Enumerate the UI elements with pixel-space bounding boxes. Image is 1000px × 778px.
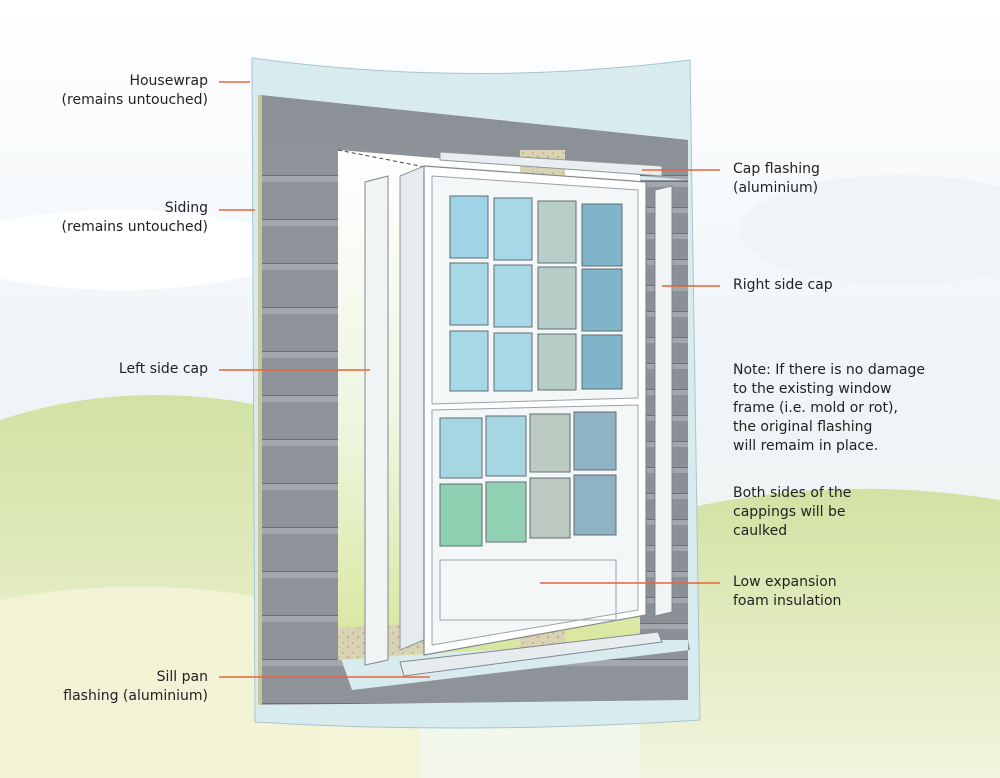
leader-lines (219, 81, 720, 678)
sill-pan-label-line1: Sill pan (156, 669, 208, 685)
cap-flashing-label-line1: Cap flashing (733, 161, 820, 177)
label-sill-pan: Sill pan flashing (aluminium) (63, 668, 208, 706)
caulk-note-line3: caulked (733, 523, 788, 539)
right-side-cap (654, 185, 673, 617)
label-left-side-cap: Left side cap (119, 360, 208, 379)
lower-sash-panes (439, 411, 617, 547)
label-siding: Siding (remains untouched) (62, 199, 208, 237)
cap-flashing (439, 151, 663, 177)
label-housewrap: Housewrap (remains untouched) (62, 72, 208, 110)
caulk-note-text: Both sides of the cappings will be caulk… (733, 484, 851, 541)
housewrap-label-line1: Housewrap (129, 73, 208, 89)
left-side-cap-label: Left side cap (118, 361, 208, 377)
caulk-note-line2: cappings will be (733, 504, 846, 520)
label-cap-flashing: Cap flashing (aluminium) (733, 160, 820, 198)
siding-label-line2: (remains untouched) (61, 219, 208, 235)
note-text: Note: If there is no damage to the exist… (733, 361, 925, 456)
note-line4: the original flashing (733, 419, 873, 435)
siding-label-line1: Siding (164, 200, 208, 216)
note-line1: Note: If there is no damage (733, 362, 926, 378)
foam-label-line2: foam insulation (733, 593, 842, 609)
note-line3: frame (i.e. mold or rot), (733, 400, 898, 416)
caulk-note-line1: Both sides of the (733, 485, 852, 501)
housewrap-label-line2: (remains untouched) (61, 92, 208, 108)
note-line2: to the existing window (733, 381, 892, 397)
upper-sash-panes (449, 195, 623, 392)
sill-pan-flashing (399, 631, 663, 677)
right-side-cap-label: Right side cap (733, 277, 833, 293)
left-side-cap (364, 175, 389, 666)
window-unit (399, 165, 647, 656)
sill-pan-label-line2: flashing (aluminium) (63, 688, 208, 704)
foam-label-line1: Low expansion (733, 574, 837, 590)
note-line5: will remaim in place. (733, 438, 879, 454)
label-right-side-cap: Right side cap (733, 276, 833, 295)
cap-flashing-label-line2: (aluminium) (733, 180, 819, 196)
label-foam: Low expansion foam insulation (733, 573, 841, 611)
